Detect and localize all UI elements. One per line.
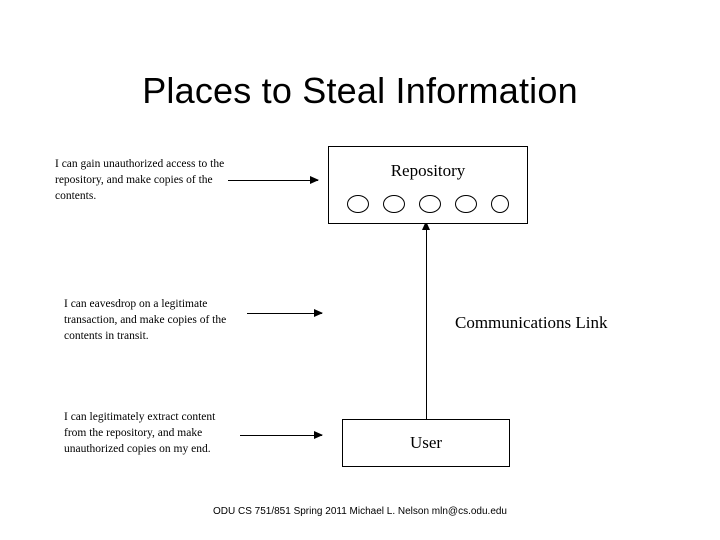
arrow-right-user: [240, 431, 323, 439]
disc-icon: [455, 195, 477, 213]
disc-icon: [347, 195, 369, 213]
note-eavesdrop: I can eavesdrop on a legitimate transact…: [64, 298, 227, 342]
disc-icon: [383, 195, 405, 213]
arrow-right-repository: [228, 176, 319, 184]
disc-icon: [491, 195, 509, 213]
page-title: Places to Steal Information: [142, 70, 578, 111]
arrow-up-user-to-repository: [422, 221, 430, 419]
note-unauthorized-access: I can gain unauthorized access to the re…: [55, 158, 225, 202]
disc-icon: [419, 195, 441, 213]
note-legitimate-extract: I can legitimately extract content from …: [64, 411, 216, 455]
repository-box: Repository: [328, 146, 528, 224]
arrow-right-communications-link: [247, 309, 323, 317]
repository-disc-group: [329, 195, 527, 213]
communications-link-label: Communications Link: [455, 313, 608, 332]
user-box: User: [342, 419, 510, 467]
slide-footer: ODU CS 751/851 Spring 2011 Michael L. Ne…: [212, 506, 507, 517]
repository-label: Repository: [390, 161, 466, 180]
user-label: User: [409, 433, 443, 452]
